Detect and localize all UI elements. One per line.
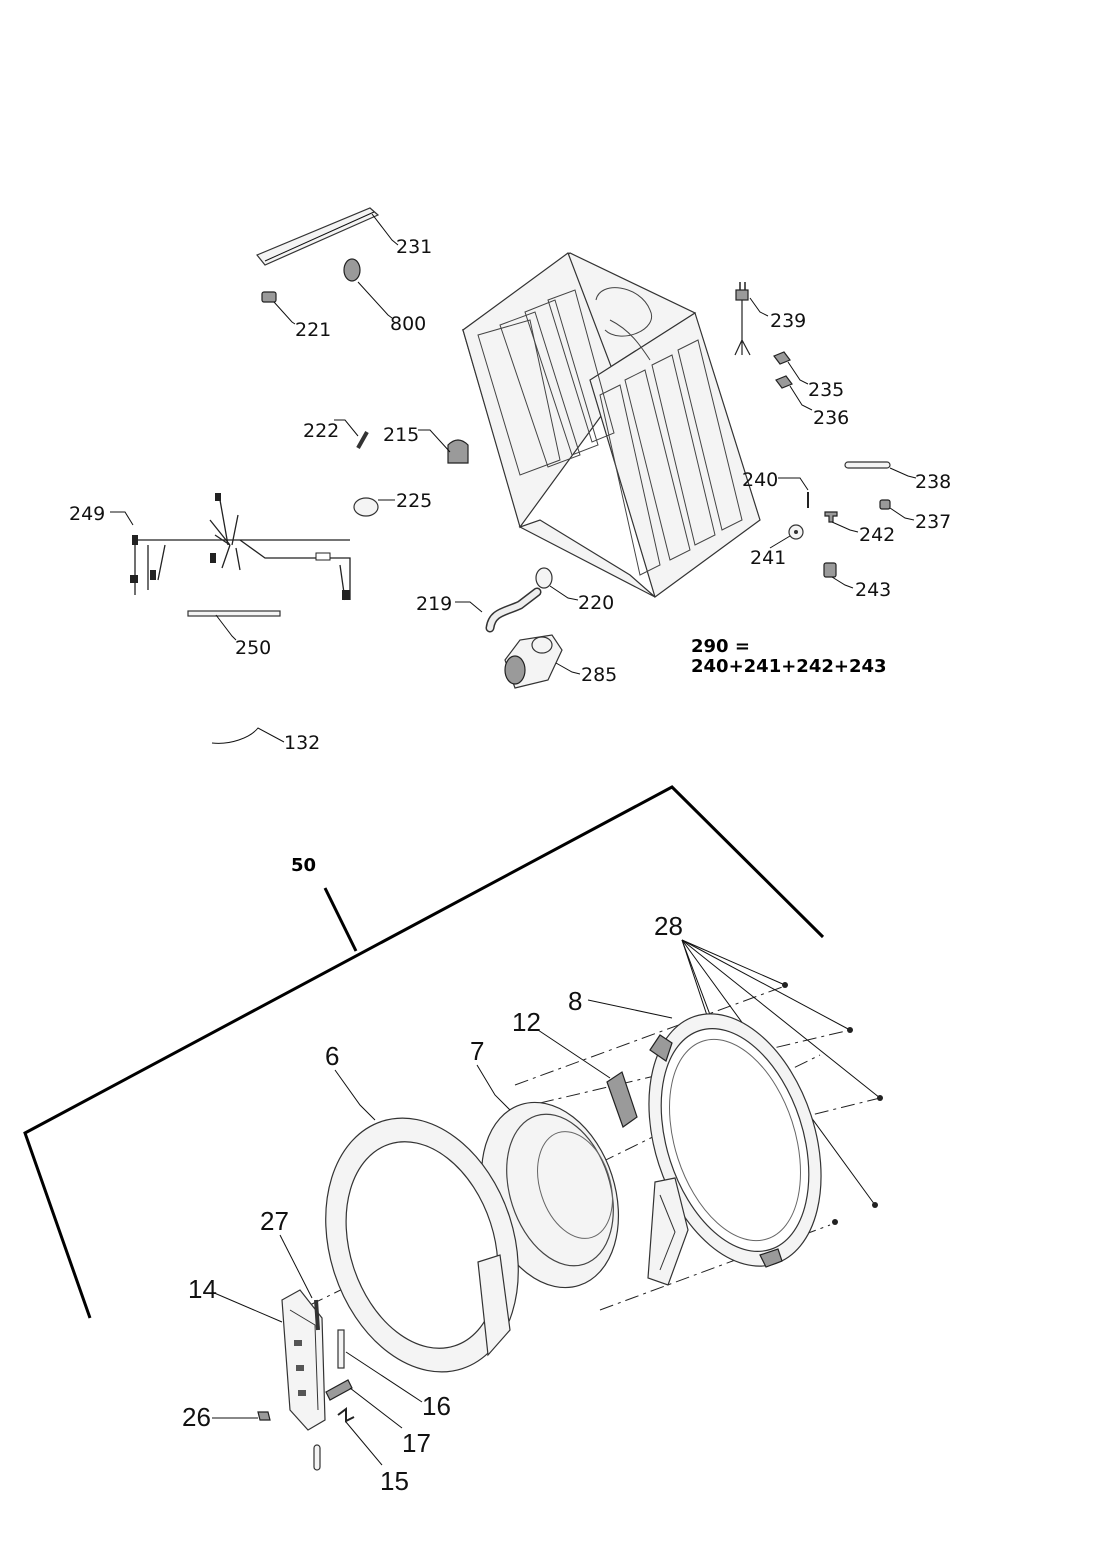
callout-800: 800	[390, 313, 426, 335]
part-27-pin	[279, 1234, 320, 1331]
part-16-rod	[337, 1329, 423, 1403]
callout-26: 26	[182, 1402, 211, 1432]
callout-6: 6	[325, 1041, 339, 1071]
callout-243: 243	[855, 579, 891, 601]
part-249-wiring-harness	[110, 493, 351, 601]
callout-12: 12	[512, 1007, 541, 1037]
part-800-component	[343, 258, 393, 319]
callout-250: 250	[235, 637, 271, 659]
part-241-washer	[769, 524, 804, 549]
kit-note-line2: 240+241+242+243	[691, 656, 887, 677]
callout-17: 17	[402, 1428, 431, 1458]
part-236-clamp	[775, 375, 813, 411]
callout-242: 242	[859, 524, 895, 546]
part-222-bracket	[334, 419, 369, 449]
callout-225: 225	[396, 490, 432, 512]
callout-220: 220	[578, 592, 614, 614]
part-219-drain-hose	[455, 587, 542, 633]
callout-16: 16	[422, 1391, 451, 1421]
callout-50: 50	[291, 855, 316, 876]
part-hinge-block	[647, 1177, 689, 1286]
part-237-fitting	[879, 499, 915, 521]
part-221-clip	[261, 291, 296, 325]
callout-235: 235	[808, 379, 844, 401]
callout-8: 8	[568, 986, 582, 1016]
part-14-door-handle	[211, 1289, 326, 1431]
part-loose-pin	[313, 1444, 321, 1471]
callout-132: 132	[284, 732, 320, 754]
part-235-clamp	[773, 351, 809, 385]
callout-7: 7	[470, 1036, 484, 1066]
part-231-rail	[256, 207, 399, 266]
part-8-inner-frame	[587, 999, 822, 1268]
callout-215: 215	[383, 424, 419, 446]
part-240-pin	[778, 477, 809, 508]
callout-239: 239	[770, 310, 806, 332]
part-12-handle-insert	[537, 1029, 638, 1128]
part-239-power-cord	[734, 282, 769, 356]
part-238-rod	[844, 461, 917, 479]
callout-221: 221	[295, 319, 331, 341]
callout-231: 231	[396, 236, 432, 258]
callout-238: 238	[915, 471, 951, 493]
part-225-cover	[353, 497, 395, 517]
callout-219: 219	[416, 593, 452, 615]
part-243-connector	[823, 562, 854, 589]
callout-27: 27	[260, 1206, 289, 1236]
callout-237: 237	[915, 511, 951, 533]
callout-240: 240	[742, 469, 778, 491]
part-250-strip	[187, 610, 281, 641]
assembly-50-bracket	[23, 785, 825, 1319]
part-285-pump	[504, 634, 581, 689]
callout-236: 236	[813, 407, 849, 429]
callout-285: 285	[581, 664, 617, 686]
part-242-fitting	[824, 511, 859, 533]
cabinet-body	[461, 252, 761, 598]
part-132-wire	[211, 727, 285, 744]
callout-15: 15	[380, 1466, 409, 1496]
part-15-spring	[337, 1407, 383, 1466]
part-26-screw	[212, 1411, 271, 1421]
callout-28: 28	[654, 911, 683, 941]
part-220-clamp	[535, 567, 579, 601]
part-17-latch	[325, 1379, 403, 1429]
callout-241: 241	[750, 547, 786, 569]
part-6-outer-ring	[325, 1069, 519, 1373]
callout-14: 14	[188, 1274, 217, 1304]
kit-note-line1: 290 =	[691, 636, 750, 657]
callout-249: 249	[69, 503, 105, 525]
part-215-component	[418, 429, 469, 464]
callout-222: 222	[303, 420, 339, 442]
